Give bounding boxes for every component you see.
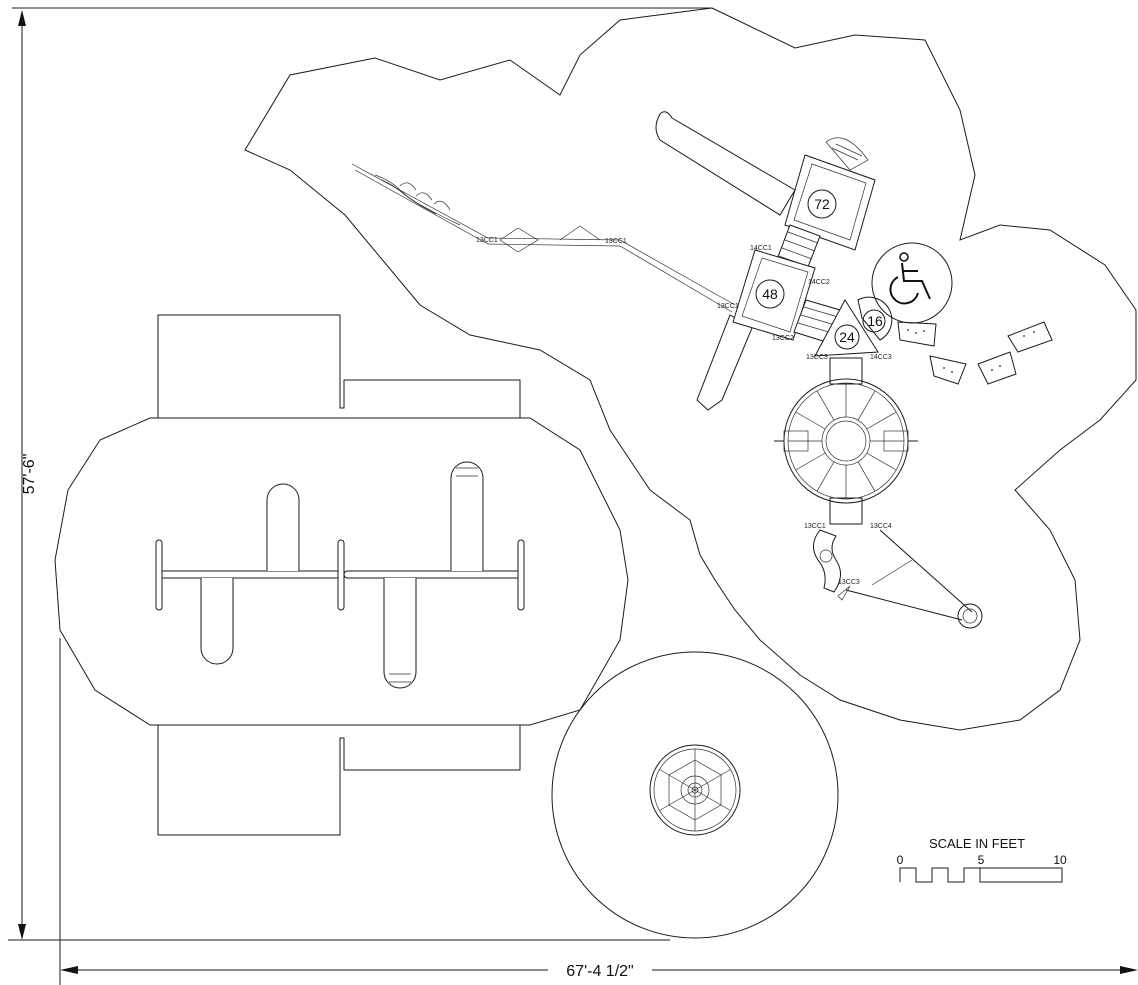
scale-bar xyxy=(899,867,1063,883)
circular-climber xyxy=(774,357,918,525)
component-tag: 13CC4 xyxy=(870,523,892,530)
component-tag: 14CC3 xyxy=(870,354,892,361)
component-tag: 13CC1 xyxy=(476,237,498,244)
wheelchair-icon xyxy=(871,242,953,324)
straight-slide xyxy=(696,314,753,411)
component-tag: 13CC1 xyxy=(804,523,826,530)
tube-slide xyxy=(655,111,796,216)
component-tag: 13CC3 xyxy=(838,579,860,586)
net-climber xyxy=(813,529,983,629)
width-dimension-label: 67'-4 1/2" xyxy=(566,963,633,980)
deck-72 xyxy=(784,137,876,251)
component-tag: 13CC3 xyxy=(806,354,828,361)
component-tag: 13CC1 xyxy=(605,238,627,245)
spinner-equipment xyxy=(649,744,741,836)
deck-24-16 xyxy=(814,296,893,357)
deck-48 xyxy=(732,249,816,341)
dimension-horizontal xyxy=(59,638,1138,985)
deck-height-72: 72 xyxy=(814,196,830,212)
component-tag: 13CC2 xyxy=(772,335,794,342)
scale-tick-5: 5 xyxy=(978,853,985,867)
seesaw-use-zone xyxy=(54,417,629,726)
overhead-climber xyxy=(351,163,736,313)
dimension-vertical xyxy=(8,7,712,941)
component-tag: 13CC1 xyxy=(717,303,739,310)
deck-height-16: 16 xyxy=(867,313,883,329)
seesaw-area xyxy=(155,314,525,836)
scale-title: SCALE IN FEET xyxy=(929,836,1025,851)
spinner-use-zone xyxy=(551,651,839,939)
structure-use-zone xyxy=(244,7,1137,731)
deck-height-48: 48 xyxy=(762,286,778,302)
deck-height-24: 24 xyxy=(839,329,855,345)
height-dimension-label: 57'-6" xyxy=(21,454,38,495)
scale-tick-10: 10 xyxy=(1053,853,1067,867)
transfer-steps xyxy=(897,321,1053,385)
component-tag: 14CC1 xyxy=(750,245,772,252)
component-tag: 14CC2 xyxy=(808,279,830,286)
scale-tick-0: 0 xyxy=(897,853,904,867)
